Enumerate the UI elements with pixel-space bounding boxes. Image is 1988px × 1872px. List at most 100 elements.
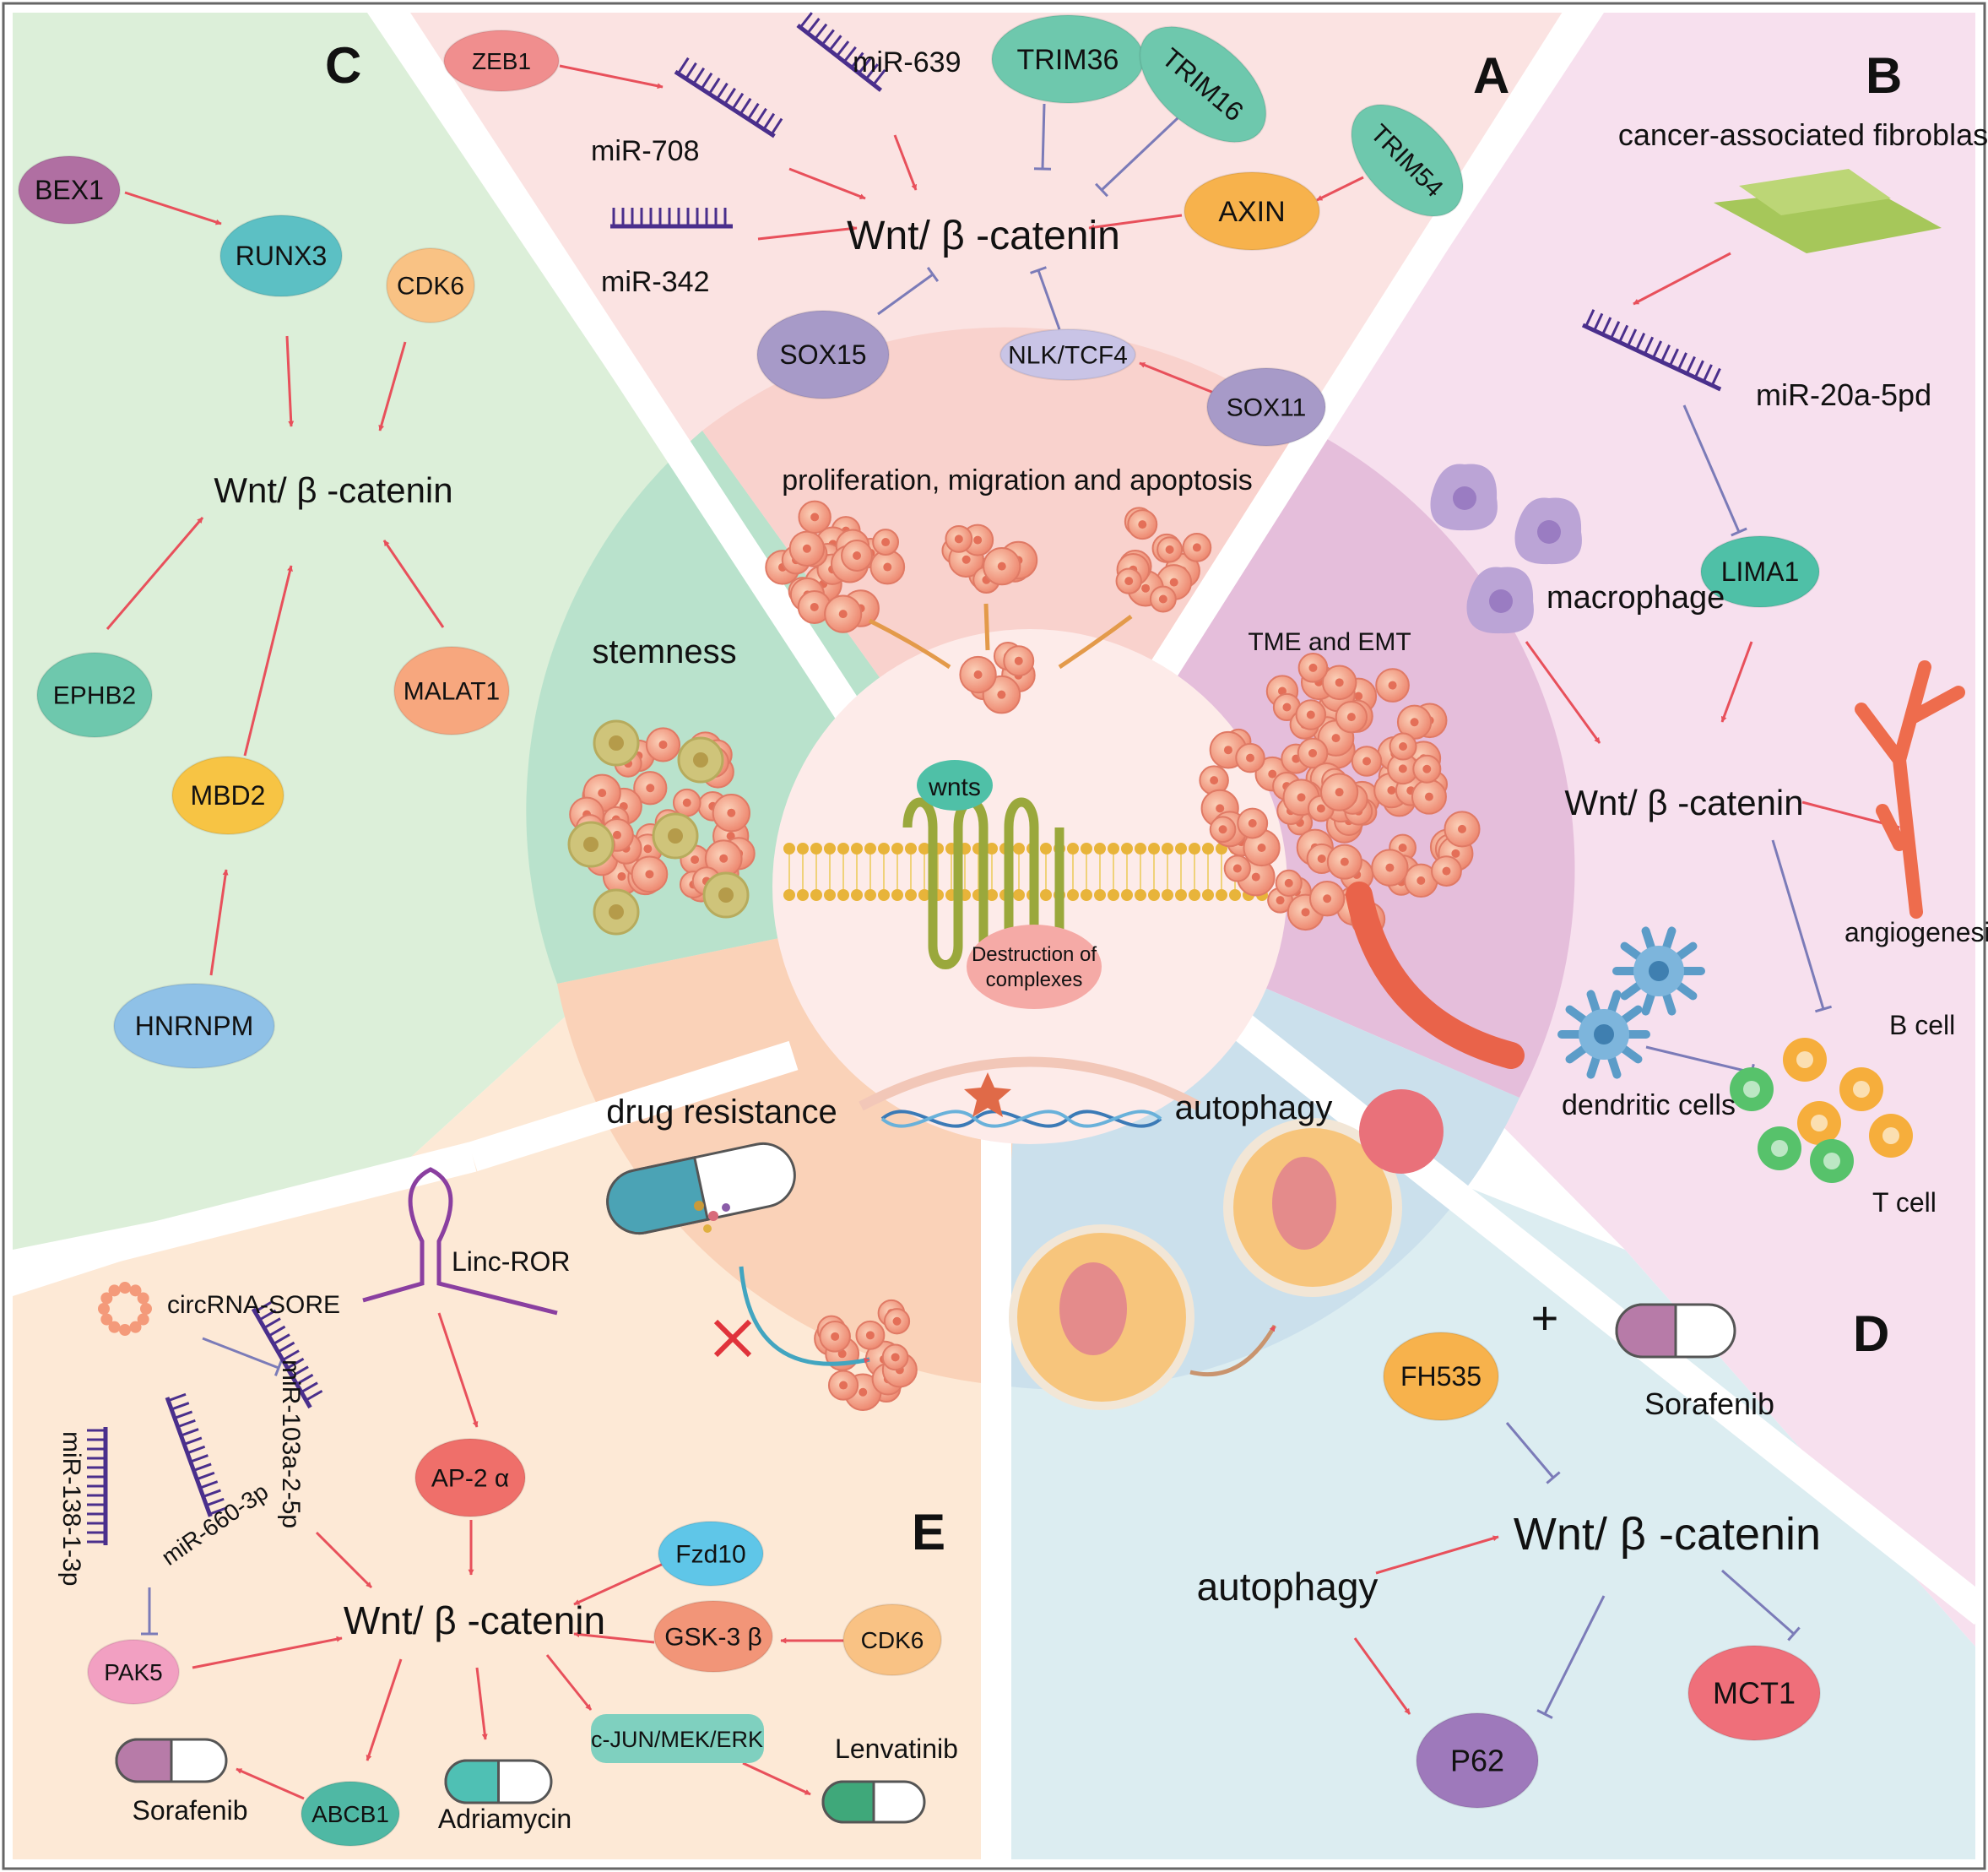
edge-mir708-wnt xyxy=(788,167,866,200)
sector-proliferation-background xyxy=(702,327,1304,887)
edges xyxy=(106,64,1900,1800)
edge-wnt-cjun xyxy=(545,1654,593,1711)
edge-pak5-wnt xyxy=(192,1636,343,1669)
mirna-639-icon xyxy=(796,12,886,92)
node-runx3: RUNX3 xyxy=(219,214,343,297)
mirna-708-icon xyxy=(674,57,783,138)
capsule-sorafenib-e xyxy=(115,1738,228,1783)
label-caf: cancer-associated fibroblasts xyxy=(1618,117,1988,152)
drug-capsules xyxy=(115,1142,1736,1824)
circrna-dot xyxy=(119,1282,131,1294)
angiogenesis-vessel xyxy=(1855,660,1965,919)
node-nlk: NLK/TCF4 xyxy=(999,328,1136,381)
edge-lima1-wnt xyxy=(1720,641,1753,723)
destruction-complex xyxy=(967,925,1102,1009)
destruction-label-line1: Destruction of xyxy=(972,943,1097,966)
panel-c-background xyxy=(13,13,861,1250)
node-cdk6c: CDK6 xyxy=(386,247,475,323)
edge-mir639-wnt xyxy=(893,134,918,191)
node-ephb2-label: EPHB2 xyxy=(53,682,136,710)
node-bex1: BEX1 xyxy=(18,155,121,225)
edge-caf-mir20a xyxy=(1633,252,1731,306)
node-sox11: SOX11 xyxy=(1206,367,1326,447)
label-mir138: miR-138-1-3p xyxy=(57,1431,85,1586)
edge-hnrnpm-mbd2 xyxy=(209,869,229,976)
cell-clusters xyxy=(567,464,1913,1411)
node-cdk6c-label: CDK6 xyxy=(397,273,464,301)
node-sox15: SOX15 xyxy=(756,310,890,399)
node-mbd2: MBD2 xyxy=(171,756,284,835)
panel-letter-d: D xyxy=(1853,1305,1889,1362)
label-macrophage: macrophage xyxy=(1547,580,1725,616)
panel-letter-a: A xyxy=(1473,47,1509,104)
node-mct1: MCT1 xyxy=(1687,1645,1821,1741)
edge-sox15-wnt xyxy=(877,267,940,316)
wnt-core-d: Wnt/ β -catenin xyxy=(1514,1509,1821,1560)
node-trim54: TRIM54 xyxy=(1351,104,1464,217)
edge-nlk-wnt xyxy=(1030,266,1061,330)
node-ephb2: EPHB2 xyxy=(36,652,153,738)
mirna-glyphs xyxy=(87,12,1722,1545)
label-angiogenesis: angiogenesis xyxy=(1844,917,1988,947)
label-dendritic: dendritic cells xyxy=(1562,1089,1736,1121)
prolif-arrow-up xyxy=(983,603,990,651)
edge-trim54-axin xyxy=(1316,176,1364,202)
node-abcb1: ABCB1 xyxy=(301,1781,400,1847)
circrna-dot xyxy=(137,1313,149,1326)
edge-wnt-abcb1 xyxy=(366,1658,403,1761)
sector-title-stemness: stemness xyxy=(592,633,736,670)
node-hnrnpm: HNRNPM xyxy=(113,983,275,1069)
edge-sox11-nlk xyxy=(1139,361,1225,399)
dna-strand-2 xyxy=(880,1110,1162,1128)
node-trim36: TRIM36 xyxy=(991,14,1145,104)
node-cjun-label: c-JUN/MEK/ERK xyxy=(591,1727,763,1752)
center-membrane: wnts Destruction of complexes xyxy=(772,629,1287,1144)
node-fzd10: Fzd10 xyxy=(658,1521,764,1587)
panel-letter-e: E xyxy=(912,1504,945,1560)
dendritic-cell xyxy=(1612,926,1705,1016)
cluster-drug xyxy=(814,1299,918,1411)
node-fh535-label: FH535 xyxy=(1400,1361,1482,1392)
node-hnrnpm-label: HNRNPM xyxy=(135,1011,253,1041)
edge-wnt-p62 xyxy=(1536,1595,1606,1719)
wnts-label: wnts xyxy=(928,773,981,801)
wnt-core-e: Wnt/ β -catenin xyxy=(344,1598,605,1642)
label-lenvatinib: Lenvatinib xyxy=(835,1734,958,1764)
edge-autophagy-p62 xyxy=(1353,1637,1411,1715)
node-fh535: FH535 xyxy=(1383,1332,1499,1421)
node-abcb1-label: ABCB1 xyxy=(311,1801,389,1827)
dendritic-cell xyxy=(1557,990,1650,1079)
label-lincror: Linc-ROR xyxy=(452,1246,570,1277)
edge-malat1-wnt xyxy=(382,540,445,628)
edge-mir20a-lima1 xyxy=(1682,404,1747,537)
edge-circ-mir103 xyxy=(202,1337,284,1376)
star-mark xyxy=(964,1072,1011,1117)
node-trim36-label: TRIM36 xyxy=(1017,44,1119,76)
capsule-lenvatinib xyxy=(821,1780,926,1824)
node-sox11-label: SOX11 xyxy=(1227,394,1307,422)
node-sox15-label: SOX15 xyxy=(779,339,866,370)
edge-zeb1-mir708 xyxy=(559,64,664,90)
fibroblast-sheet xyxy=(1714,169,1942,253)
receptor xyxy=(902,797,1064,969)
circrna-dot xyxy=(108,1321,121,1333)
node-lima1: LIMA1 xyxy=(1700,535,1820,608)
node-trim16: TRIM16 xyxy=(1139,25,1267,144)
node-ap2: AP-2 α xyxy=(414,1438,526,1517)
edge-wnt-cells xyxy=(1771,839,1833,1013)
label-sorafenib-d: Sorafenib xyxy=(1644,1386,1774,1421)
node-gsk3-label: GSK-3 β xyxy=(664,1624,762,1652)
node-p62-label: P62 xyxy=(1450,1744,1504,1778)
destruction-label-line2: complexes xyxy=(986,969,1083,991)
label-mir639: miR-639 xyxy=(853,46,961,79)
node-zeb1: ZEB1 xyxy=(443,30,560,92)
wnts-node xyxy=(917,760,993,811)
node-mbd2-label: MBD2 xyxy=(191,780,266,811)
lincror-hairpin xyxy=(362,1167,558,1316)
edge-autophagy-wnt xyxy=(1375,1535,1499,1575)
edge-lincror-ap2 xyxy=(437,1312,479,1428)
tme-vessel xyxy=(1346,882,1525,1069)
node-fzd10-label: Fzd10 xyxy=(675,1541,745,1569)
mirna-138-icon xyxy=(87,1427,108,1545)
